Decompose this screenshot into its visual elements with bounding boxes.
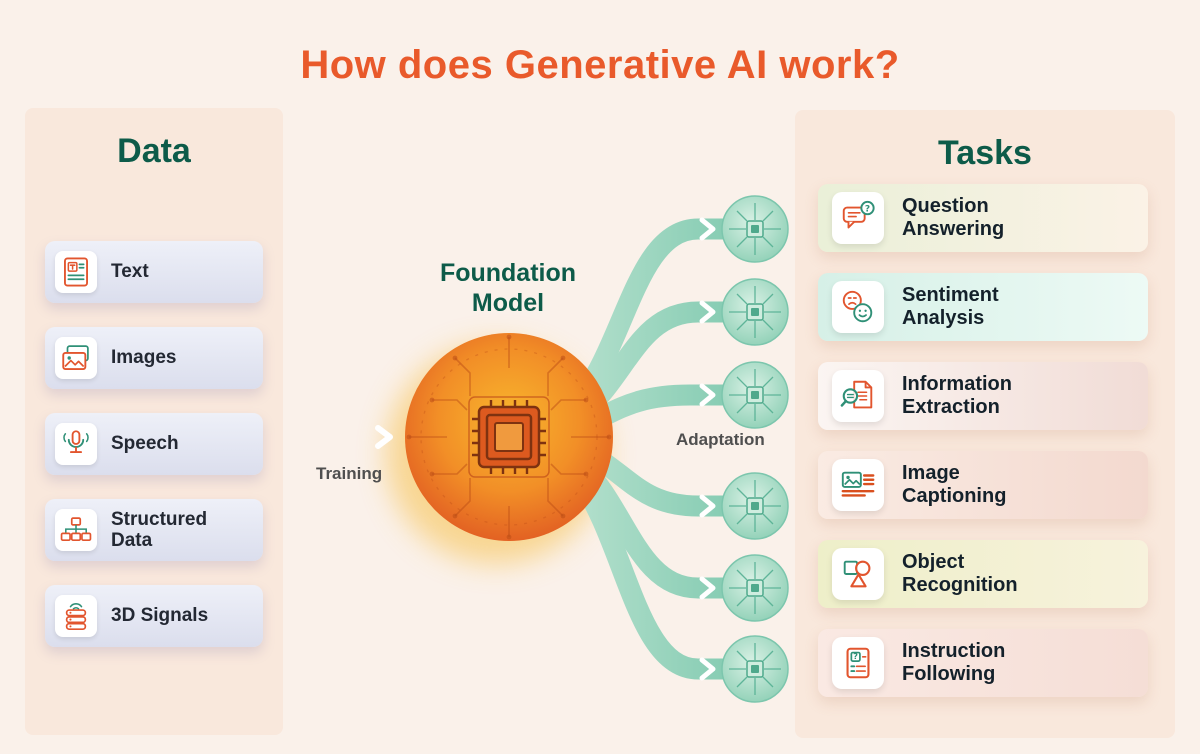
foundation-model-circle [405,333,613,541]
circuit-dots [406,334,612,540]
task-card-object-recognition: Object Recognition [818,540,1148,608]
task-card-label: Question Answering [902,195,1005,240]
data-card-structured-data: Structured Data [45,499,263,561]
data-card-3d-signals: 3D Signals [45,585,263,647]
instruction-following-icon: ? [832,637,884,689]
data-card-label: Images [111,347,177,369]
data-card-label: Speech [111,433,179,455]
adaptation-label: Adaptation [676,430,765,449]
data-card-speech: Speech [45,413,263,475]
task-card-list: ? Question Answering Sentiment [818,184,1148,697]
task-card-label: Image Captioning [902,462,1007,507]
foundation-model-label: Foundation Model [439,259,577,317]
task-card-question-answering: ? Question Answering [818,184,1148,252]
text-document-icon [55,251,97,293]
task-card-label: Information Extraction [902,373,1012,418]
chip-icon [468,396,550,478]
tasks-panel-heading: Tasks [938,134,1032,172]
question-answering-icon: ? [832,192,884,244]
task-card-label: Object Recognition [902,551,1018,596]
data-card-label: Structured Data [111,508,208,551]
task-card-instruction-following: ? Instruction Following [818,629,1148,697]
data-card-label: Text [111,261,149,283]
sentiment-analysis-icon [832,281,884,333]
speech-microphone-icon [55,423,97,465]
arrow-chevrons [375,217,716,681]
data-panel: Data Text [25,108,283,735]
data-card-images: Images [45,327,263,389]
circuit-traces [409,337,609,537]
tasks-panel: Tasks ? Question Answering [795,110,1175,738]
structured-data-icon [55,509,97,551]
task-card-image-captioning: Image Captioning [818,451,1148,519]
data-panel-heading: Data [117,132,191,170]
images-icon [55,337,97,379]
task-card-label: Sentiment Analysis [902,284,999,329]
task-card-label: Instruction Following [902,640,1006,685]
task-card-information-extraction: Information Extraction [818,362,1148,430]
data-card-text: Text [45,241,263,303]
task-card-sentiment-analysis: Sentiment Analysis [818,273,1148,341]
image-captioning-icon [832,459,884,511]
data-card-label: 3D Signals [111,605,209,627]
information-extraction-icon [832,370,884,422]
training-label: Training [316,464,383,483]
svg-text:?: ? [865,204,870,214]
object-recognition-icon [832,548,884,600]
svg-text:?: ? [853,652,858,661]
data-card-list: Text Images [45,241,263,647]
3d-signals-icon [55,595,97,637]
page-title: How does Generative AI work? [300,42,900,87]
